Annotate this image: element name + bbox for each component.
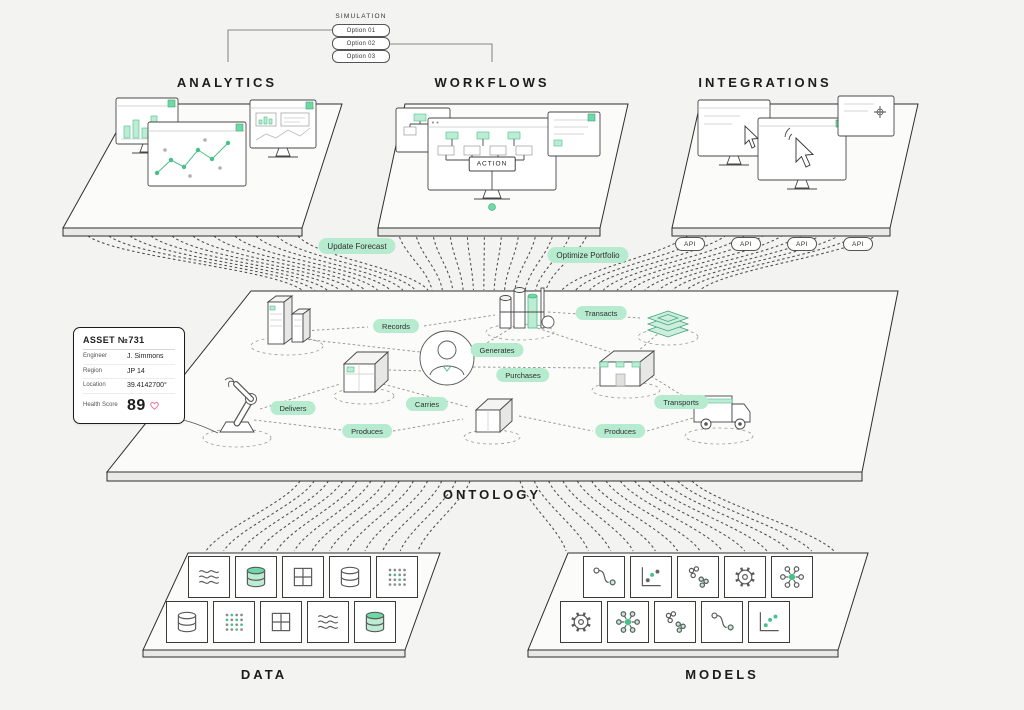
robot-arm-icon	[202, 377, 272, 448]
heading-analytics: ANALYTICS	[176, 75, 278, 90]
click-window-icon	[757, 117, 847, 190]
heading-integrations: INTEGRATIONS	[698, 75, 832, 90]
asset-row-location: Location 39.4142700°	[83, 379, 175, 394]
data-tile-cylinder	[329, 556, 371, 598]
update-forecast-pill[interactable]: Update Forecast	[318, 238, 396, 254]
asset-row-region: Region JP 14	[83, 365, 175, 379]
crate-icon	[333, 350, 395, 405]
simulation-connectors	[227, 29, 493, 62]
data-tile-grid	[260, 601, 302, 643]
factory-icon	[485, 287, 555, 341]
workflow-builder-monitor-icon	[427, 117, 557, 191]
scatter-chart-window-icon	[147, 121, 247, 187]
model-tile-scatter-green	[748, 601, 790, 643]
health-score-value: 89	[127, 396, 146, 414]
crosshair-icon	[874, 106, 886, 118]
relation-pill-carries: Carries	[405, 397, 449, 411]
api-pill-1[interactable]: API	[675, 237, 705, 251]
delivery-truck-icon	[684, 395, 754, 445]
integration-screens	[697, 95, 895, 190]
package-cube-icon	[463, 397, 521, 445]
person-icon	[419, 330, 475, 386]
model-tile-cluster	[677, 556, 719, 598]
crosshair-window-icon	[837, 95, 895, 137]
mini-list-window-icon	[547, 111, 601, 157]
workflow-output-node-icon	[488, 203, 496, 211]
asset-card-title: ASSET №731	[83, 335, 175, 350]
heading-workflows: WORKFLOWS	[434, 75, 550, 90]
model-tile-gear	[724, 556, 766, 598]
relation-pill-delivers: Delivers	[270, 401, 316, 415]
simulation-title: SIMULATION	[335, 13, 387, 20]
action-button[interactable]: ACTION	[468, 156, 516, 172]
model-tile-pipeline	[701, 601, 743, 643]
relation-pill-produces-right: Produces	[595, 424, 645, 438]
analytics-screens	[115, 97, 317, 187]
data-tile-dots-green	[213, 601, 255, 643]
relation-pill-transports: Transports	[654, 395, 708, 409]
data-tile-dots	[376, 556, 418, 598]
model-tile-network-green	[607, 601, 649, 643]
relation-pill-generates: Generates	[470, 343, 524, 357]
simulation-option-1[interactable]: Option 01	[332, 24, 390, 37]
api-pill-3[interactable]: API	[787, 237, 817, 251]
cursor-window-icon	[697, 99, 771, 166]
api-pill-4[interactable]: API	[843, 237, 873, 251]
data-tile-db-green	[235, 556, 277, 598]
model-tile-network	[771, 556, 813, 598]
asset-row-health-score: Health Score 89	[83, 394, 175, 418]
model-tile-gear	[560, 601, 602, 643]
data-tile-waves	[188, 556, 230, 598]
api-pill-2[interactable]: API	[731, 237, 761, 251]
pointer-click-icon	[795, 136, 815, 168]
office-buildings-icon	[250, 295, 324, 356]
model-tile-scatter	[630, 556, 672, 598]
data-tile-cylinder	[166, 601, 208, 643]
heading-data: DATA	[240, 667, 288, 682]
relation-pill-produces-left: Produces	[342, 424, 392, 438]
heading-models: MODELS	[685, 667, 759, 682]
relation-pill-transacts: Transacts	[575, 306, 627, 320]
model-tile-pipeline	[583, 556, 625, 598]
asset-card-connector	[182, 419, 219, 434]
asset-card: ASSET №731 Engineer J. Simmons Region JP…	[73, 327, 185, 424]
ontology-entities	[202, 287, 754, 448]
heart-icon	[150, 401, 159, 410]
model-tile-cluster	[654, 601, 696, 643]
relation-pill-purchases: Purchases	[496, 368, 550, 382]
optimize-portfolio-pill[interactable]: Optimize Portfolio	[547, 247, 629, 263]
data-tile-waves	[307, 601, 349, 643]
simulation-option-2[interactable]: Option 02	[332, 37, 390, 50]
data-tile-grid	[282, 556, 324, 598]
dashboard-monitor-icon	[249, 99, 317, 158]
mouse-cursor-icon	[744, 124, 760, 149]
data-tile-db-green	[354, 601, 396, 643]
cash-stack-icon	[637, 310, 699, 346]
relation-pill-records: Records	[373, 319, 419, 333]
asset-row-engineer: Engineer J. Simmons	[83, 350, 175, 365]
store-icon	[591, 350, 661, 399]
simulation-option-3[interactable]: Option 03	[332, 50, 390, 63]
heading-ontology: ONTOLOGY	[442, 487, 542, 502]
workflow-monitor-stand	[474, 171, 510, 211]
workflow-screens	[395, 107, 601, 211]
